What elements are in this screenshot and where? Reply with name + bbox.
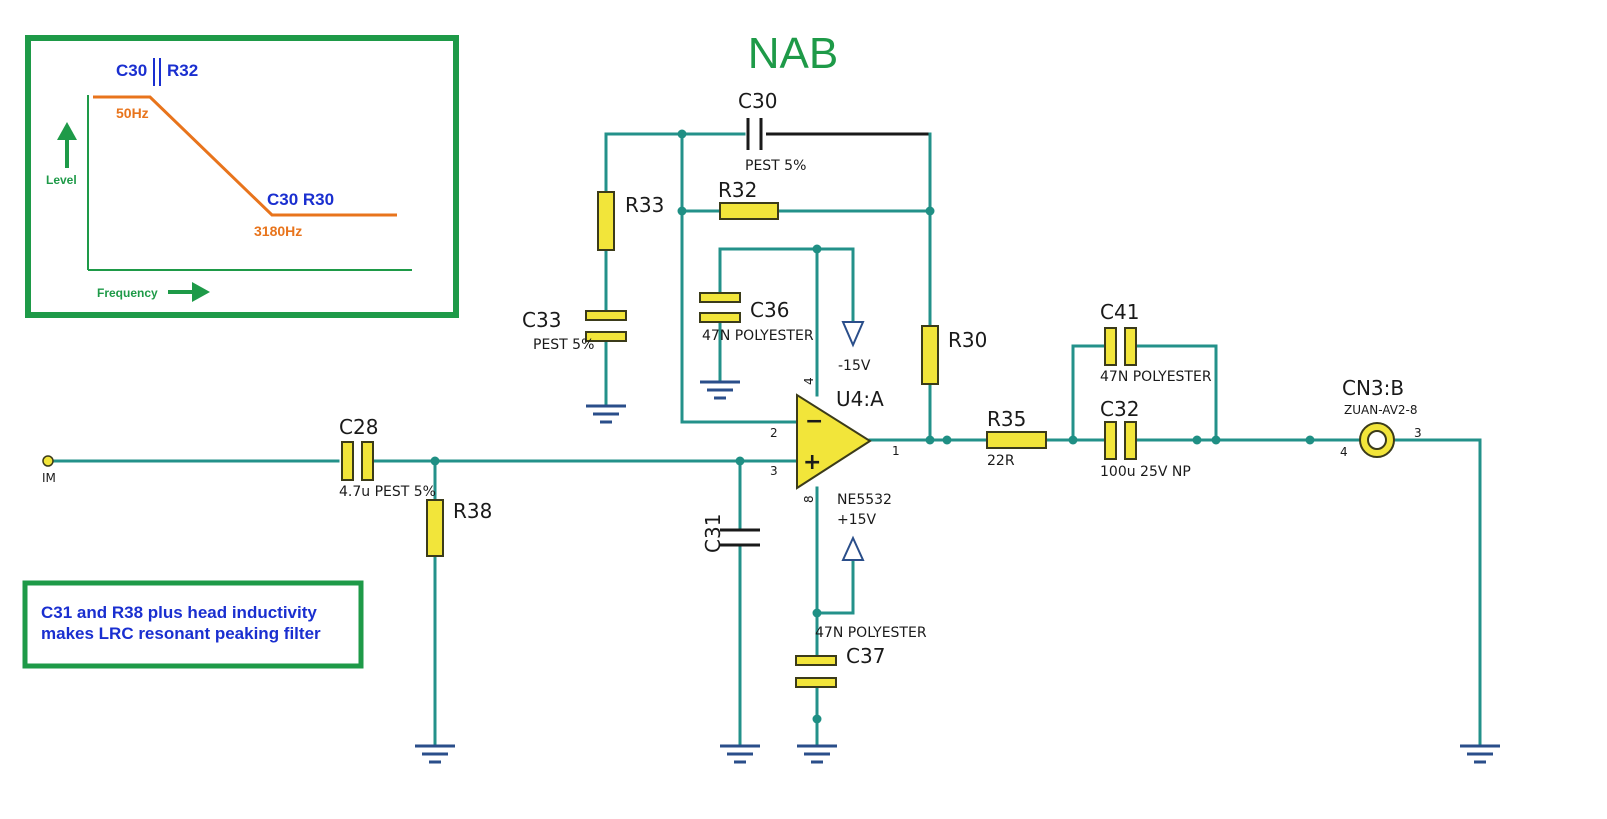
connector-cn3b: CN3:B ZUAN-AV2-8 4 3 <box>1340 376 1422 459</box>
cap-c32: C32 100u 25V NP <box>1100 397 1191 480</box>
r35-ref: R35 <box>987 407 1026 431</box>
ground-r33-icon <box>586 404 626 424</box>
c28-ref: C28 <box>339 415 378 439</box>
resistor-r38: R38 <box>426 499 492 557</box>
inset-x-label: Frequency <box>97 286 158 300</box>
inset-freq-high: 3180Hz <box>254 223 302 239</box>
c37-value: 47N POLYESTER <box>815 625 927 641</box>
ground-output-icon <box>1460 744 1500 764</box>
r35-value: 22R <box>987 453 1015 469</box>
ground-c31-icon <box>720 744 760 764</box>
input-terminal: IM <box>42 455 56 485</box>
resistor-r35: R35 22R <box>986 407 1047 469</box>
c41-ref: C41 <box>1100 300 1139 324</box>
response-inset: C30 R32 50Hz C30 R30 3180Hz Level Freque… <box>25 35 459 318</box>
pos-supply-label: +15V <box>837 512 877 528</box>
resistor-r30: R30 <box>921 325 987 385</box>
opamp-u4a: − + U4:A NE5532 4 2 3 8 1 <box>770 377 900 508</box>
cap-c37: 47N POLYESTER C37 <box>795 625 927 688</box>
ground-r38-icon <box>415 744 455 764</box>
r32-ref: R32 <box>718 178 757 202</box>
pos-supply-arrow-icon <box>841 535 865 561</box>
u4-pin4: 4 <box>802 377 816 385</box>
note-line-1: C31 and R38 plus head inductivity <box>41 603 317 622</box>
cap-c28: C28 4.7u PEST 5% <box>339 415 436 500</box>
resistor-r32: R32 <box>718 178 779 220</box>
inset-label-r32: R32 <box>167 61 198 80</box>
c33-value: PEST 5% <box>533 337 594 353</box>
c31-ref: C31 <box>701 514 725 553</box>
u4-part: NE5532 <box>837 492 892 508</box>
cap-c33: C33 PEST 5% <box>522 308 627 353</box>
cn3-part: ZUAN-AV2-8 <box>1344 403 1418 417</box>
note-box: C31 and R38 plus head inductivity makes … <box>22 580 364 669</box>
c30-value: PEST 5% <box>745 158 806 174</box>
r30-ref: R30 <box>948 328 987 352</box>
u4-ref: U4:A <box>836 387 884 411</box>
c28-value: 4.7u PEST 5% <box>339 484 436 500</box>
c36-value: 47N POLYESTER <box>702 328 814 344</box>
inset-y-label: Level <box>46 173 77 187</box>
junctions <box>430 129 1315 724</box>
inset-freq-low: 50Hz <box>116 105 149 121</box>
inset-label-c30-r30: C30 R30 <box>267 190 334 209</box>
u4-pin3: 3 <box>770 464 778 478</box>
cap-c31: C31 <box>701 514 760 553</box>
cn3-pin4: 4 <box>1340 445 1348 459</box>
inset-curve <box>93 95 397 217</box>
u4-pin1: 1 <box>892 444 900 458</box>
ground-c37-icon <box>797 744 837 764</box>
note-line-2: makes LRC resonant peaking filter <box>41 624 321 643</box>
opamp-minus: − <box>805 409 823 434</box>
c32-ref: C32 <box>1100 397 1139 421</box>
c37-ref: C37 <box>846 644 885 668</box>
c32-value: 100u 25V NP <box>1100 464 1191 480</box>
u4-pin2: 2 <box>770 426 778 440</box>
level-arrow-icon <box>57 122 77 140</box>
c33-ref: C33 <box>522 308 561 332</box>
cap-c41: C41 47N POLYESTER <box>1100 300 1212 385</box>
cn3-ref: CN3:B <box>1342 376 1404 400</box>
c30-ref: C30 <box>738 89 777 113</box>
frequency-arrow-icon <box>192 282 210 302</box>
opamp-plus: + <box>803 450 821 475</box>
cn3-pin3: 3 <box>1414 426 1422 440</box>
neg-supply-arrow-icon <box>841 321 865 348</box>
cap-c36: C36 47N POLYESTER <box>699 292 814 344</box>
r38-ref: R38 <box>453 499 492 523</box>
c41-value: 47N POLYESTER <box>1100 369 1212 385</box>
ground-c36-icon <box>700 380 740 400</box>
input-label: IM <box>42 471 56 485</box>
resistor-r33: R33 <box>597 191 664 251</box>
cap-c30: C30 PEST 5% <box>738 89 806 174</box>
page-title: NAB <box>748 29 838 78</box>
neg-supply-label: -15V <box>838 358 871 374</box>
u4-pin8: 8 <box>802 495 816 503</box>
inset-label-c30: C30 <box>116 61 147 80</box>
c36-ref: C36 <box>750 298 789 322</box>
inset-frame <box>25 35 459 318</box>
note-frame <box>22 580 364 669</box>
r33-ref: R33 <box>625 193 664 217</box>
